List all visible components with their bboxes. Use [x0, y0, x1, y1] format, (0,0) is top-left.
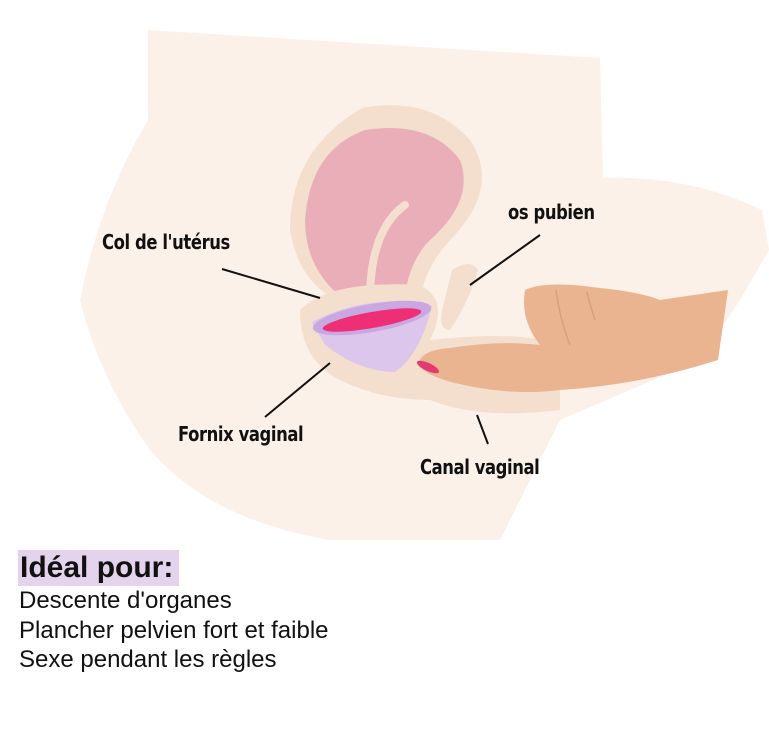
- hand: [416, 284, 728, 393]
- label-col-uterus: Col de l'utérus: [102, 230, 230, 254]
- ideal-item: Plancher pelvien fort et faible: [19, 616, 329, 644]
- ideal-item: Descente d'organes: [19, 587, 232, 614]
- leader-col: [221, 268, 321, 299]
- ideal-item: Sexe pendant les règles: [19, 646, 277, 673]
- menstrual-cup: [312, 300, 432, 372]
- leader-fornix: [264, 362, 331, 418]
- fingernail: [416, 360, 440, 374]
- uterus: [305, 128, 464, 300]
- leader-os: [469, 234, 541, 286]
- leader-canal: [476, 414, 489, 445]
- anatomy-illustration: [80, 30, 769, 540]
- ideal-for-section: Idéal pour: Descente d'organes Plancher …: [18, 550, 329, 675]
- label-os-pubien: os pubien: [508, 200, 595, 224]
- label-fornix-vaginal: Fornix vaginal: [178, 422, 304, 446]
- ideal-for-heading: Idéal pour:: [18, 550, 180, 586]
- pubic-bone: [441, 264, 478, 330]
- label-canal-vaginal: Canal vaginal: [420, 455, 540, 479]
- body-silhouette: [80, 30, 769, 540]
